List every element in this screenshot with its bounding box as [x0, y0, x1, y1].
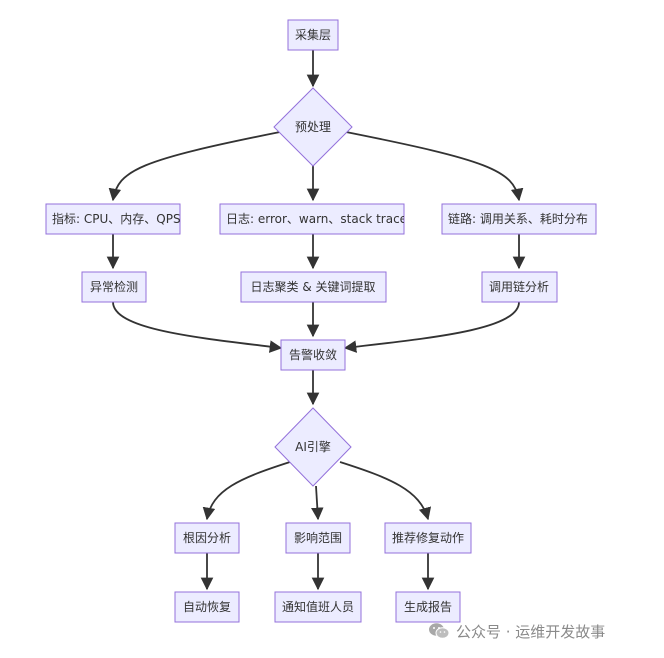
edges [106, 50, 526, 591]
node-preprocess: 预处理 [273, 87, 353, 167]
node-preprocess-label: 预处理 [295, 120, 331, 134]
node-metrics: 指标: CPU、内存、QPS [45, 203, 181, 235]
node-root-cause-label: 根因分析 [183, 531, 231, 545]
node-alert-label: 告警收敛 [289, 347, 337, 362]
node-report: 生成报告 [395, 591, 461, 623]
node-impact: 影响范围 [285, 522, 351, 554]
node-report-label: 生成报告 [404, 599, 452, 614]
node-ai-engine-label: AI引擎 [295, 439, 331, 454]
node-root-cause: 根因分析 [174, 522, 240, 554]
node-ai-engine: AI引擎 [274, 407, 352, 487]
node-call-chain: 调用链分析 [481, 271, 558, 303]
edge-preprocess-metrics [108, 131, 281, 202]
node-trace-label: 链路: 调用关系、耗时分布 [448, 211, 588, 226]
edge-callchain-alert [343, 301, 520, 353]
node-logs: 日志: error、warn、stack trace [219, 203, 407, 235]
edge-preprocess-trace [345, 131, 524, 202]
node-anomaly: 异常检测 [81, 271, 147, 303]
node-collect: 采集层 [287, 19, 339, 51]
node-notify: 通知值班人员 [274, 591, 362, 623]
edge-anomaly-alert [112, 301, 283, 353]
node-auto-recover-label: 自动恢复 [183, 600, 231, 614]
node-impact-label: 影响范围 [294, 530, 342, 545]
node-logs-label: 日志: error、warn、stack trace [226, 212, 407, 226]
watermark: 公众号 · 运维开发故事 [428, 619, 605, 643]
edge-ai-impact [311, 485, 324, 521]
node-recommend: 推荐修复动作 [384, 522, 472, 554]
watermark-text: 公众号 · 运维开发故事 [456, 622, 606, 641]
node-collect-label: 采集层 [295, 27, 331, 42]
wechat-icon [429, 623, 450, 639]
node-notify-label: 通知值班人员 [282, 599, 354, 614]
edge-ai-rootcause [202, 461, 291, 521]
node-alert: 告警收敛 [280, 339, 346, 371]
node-trace: 链路: 调用关系、耗时分布 [441, 203, 597, 235]
node-anomaly-label: 异常检测 [90, 279, 138, 294]
node-call-chain-label: 调用链分析 [489, 279, 549, 294]
node-log-cluster-label: 日志聚类 & 关键词提取 [251, 279, 376, 294]
node-recommend-label: 推荐修复动作 [392, 530, 464, 545]
node-metrics-label: 指标: CPU、内存、QPS [52, 211, 181, 226]
node-log-cluster: 日志聚类 & 关键词提取 [240, 271, 387, 303]
edge-ai-recommend [339, 461, 432, 521]
node-auto-recover: 自动恢复 [174, 591, 240, 623]
